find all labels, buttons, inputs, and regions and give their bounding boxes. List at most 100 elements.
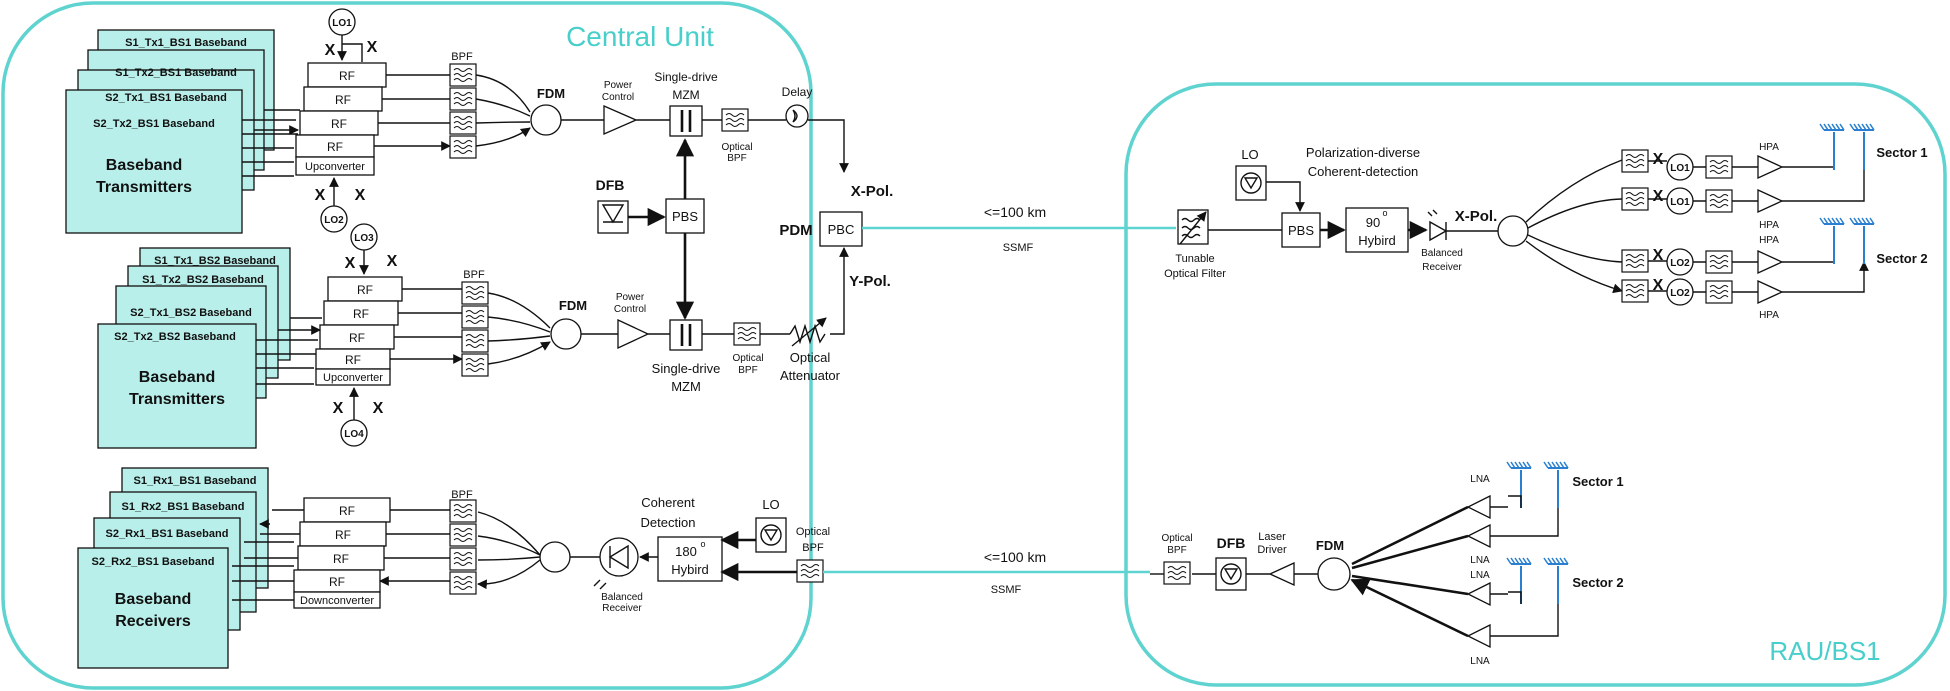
power-control-label-2: Control	[614, 304, 646, 315]
rx-main-label-2: Receivers	[115, 613, 191, 630]
tx2-card-3-label: S2_Tx1_BS2 Baseband	[130, 307, 252, 319]
hybrid180-deg: o	[700, 539, 705, 549]
dl-sector1-label: Sector 1	[1876, 145, 1927, 160]
tx2-optical-bpf	[733, 322, 761, 346]
tx1-upconverter	[295, 156, 375, 176]
laser-source: DFB PBS	[596, 138, 705, 320]
tx2-power-control-amp	[617, 318, 650, 350]
tx2-bpf-label: BPF	[463, 269, 485, 281]
hpa-label: HPA	[1759, 310, 1779, 321]
tx2-rf-label-4: RF	[345, 353, 361, 367]
tunable-filter-label-1: Tunable	[1175, 253, 1214, 265]
rau-uplink: Sector 1 Sector 2 LNA LNA LNA LNA FDM La…	[1150, 461, 1624, 667]
hpa-label: HPA	[1759, 220, 1779, 231]
tx2-rf-2	[323, 300, 399, 326]
rau-pbs-label: PBS	[1288, 223, 1314, 238]
rx-rf-3	[297, 545, 385, 571]
tx2-fdm-combiner	[550, 318, 582, 350]
tx2-fdm-label: FDM	[559, 298, 587, 313]
antenna-sector1-a	[1819, 123, 1845, 171]
hybrid180-label-1: 180	[675, 544, 697, 559]
tx2-mzm	[669, 319, 703, 351]
tx2-main-label-1: Baseband	[139, 369, 215, 386]
mixer-x: X	[1653, 188, 1664, 205]
rx-fdm-splitter	[539, 541, 571, 573]
rau-post-bpf-3	[1705, 250, 1733, 274]
ul-sector1-label: Sector 1	[1572, 474, 1623, 489]
pbs-label: PBS	[672, 209, 698, 224]
rx-balanced-label-2: Receiver	[602, 603, 642, 614]
dfb-laser	[597, 200, 629, 234]
optical-bpf-label-2: BPF	[727, 153, 746, 164]
tx1-rf-label-2: RF	[335, 93, 351, 107]
mixer-x: X	[315, 187, 326, 204]
ul-fdm-label: FDM	[1316, 538, 1344, 553]
rau-lo1-b-label: LO1	[1670, 197, 1690, 208]
rau-balanced-label-1: Balanced	[1421, 248, 1463, 259]
mixer-x: X	[325, 42, 336, 59]
ul-dfb-label: DFB	[1217, 535, 1246, 551]
x-pol-label: X-Pol.	[851, 183, 894, 200]
rau-post-bpf-1	[1705, 155, 1733, 179]
tx1-card-4-label: S2_Tx2_BS1 Baseband	[93, 118, 215, 130]
hpa-2	[1757, 188, 1784, 214]
mixer-x: X	[367, 39, 378, 56]
pol-diverse-label-1: Polarization-diverse	[1306, 145, 1420, 160]
mixer-x: X	[1653, 247, 1664, 264]
ul-antenna-sector1-a	[1506, 461, 1532, 509]
rau-lo2-a-label: LO2	[1670, 258, 1690, 269]
mzm-bottom-label-2: MZM	[671, 379, 701, 394]
tx2-rf-label-1: RF	[357, 283, 373, 297]
pol-diverse-label-2: Coherent-detection	[1308, 164, 1419, 179]
tx1-card-2-label: S1_Tx2_BS1 Baseband	[115, 67, 237, 79]
downlink-ssmf: SSMF	[1003, 242, 1034, 254]
tunable-filter-label-2: Optical Filter	[1164, 268, 1226, 280]
lna-label: LNA	[1470, 474, 1490, 485]
rx-rf-label-4: RF	[329, 575, 345, 589]
pdm-label: PDM	[779, 222, 812, 239]
rau-lo1-a-label: LO1	[1670, 163, 1690, 174]
tx1-rf-label-3: RF	[331, 117, 347, 131]
ul-fdm-combiner	[1317, 557, 1351, 591]
hpa-1	[1757, 154, 1784, 180]
rau-balanced-receiver	[1429, 220, 1448, 242]
tx1-rf-label-1: RF	[339, 69, 355, 83]
tx2-upconverter-label: Upconverter	[323, 372, 383, 384]
dl-sector2-label: Sector 2	[1876, 251, 1927, 266]
lna-label: LNA	[1470, 555, 1490, 566]
tx-group-1: S1_Tx1_BS1 Baseband S1_Tx2_BS1 Baseband …	[65, 8, 849, 234]
rx-main-label-1: Baseband	[115, 591, 191, 608]
tx1-fdm-combiner	[530, 104, 562, 136]
mixer-x: X	[387, 253, 398, 270]
ul-sector2-label: Sector 2	[1572, 575, 1623, 590]
tx1-main-label-1: Baseband	[106, 157, 182, 174]
rau-post-bpf-2	[1705, 189, 1733, 213]
uplink-distance: <=100 km	[984, 549, 1046, 565]
rau-pbs	[1281, 212, 1321, 248]
rau-bpf-4	[1621, 279, 1649, 303]
tx1-card-4	[65, 89, 243, 234]
power-control-label-1: Power	[616, 292, 645, 303]
mixer-x: X	[373, 400, 384, 417]
ul-antenna-sector1-b	[1543, 461, 1569, 509]
tx1-mzm	[669, 105, 703, 137]
tx2-card-4-label: S2_Tx2_BS2 Baseband	[114, 331, 236, 343]
tx1-optical-bpf	[721, 108, 749, 132]
mixer-x: X	[1653, 277, 1664, 294]
tx2-card-1-label: S1_Tx1_BS2 Baseband	[154, 255, 276, 267]
hpa-3	[1757, 249, 1784, 275]
tx2-rf-3	[319, 324, 395, 350]
tx2-upconverter	[315, 368, 391, 386]
laser-driver-label-2: Driver	[1257, 544, 1287, 556]
tx1-power-control-amp	[603, 105, 638, 135]
lna-2	[1466, 523, 1491, 549]
rx-lo-label: LO	[762, 497, 779, 512]
lna-3	[1466, 581, 1491, 607]
delay-label: Delay	[782, 85, 813, 99]
ul-antenna-sector2-b	[1543, 557, 1569, 605]
tx-group-2: S1_Tx1_BS2 Baseband S1_Tx2_BS2 Baseband …	[97, 223, 849, 449]
tx1-card-1-label: S1_Tx1_BS1 Baseband	[125, 37, 247, 49]
rx-optical-bpf-label-1: Optical	[796, 526, 830, 538]
tx1-upconverter-label: Upconverter	[305, 161, 365, 173]
